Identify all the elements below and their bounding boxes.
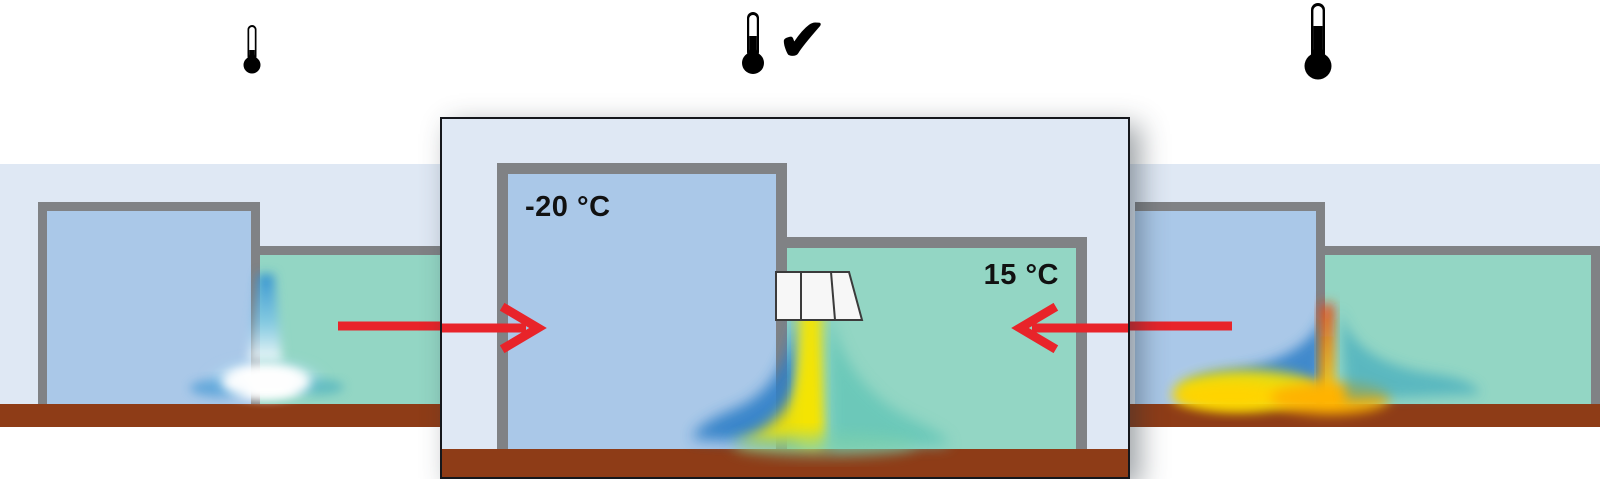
warm-room-right-wall — [1076, 237, 1087, 449]
cold-room-ceiling — [38, 202, 260, 211]
flow-arrow-right-head — [442, 302, 560, 354]
cold-room-center-panel: -20 °C — [497, 163, 787, 449]
thermometer-icon — [742, 12, 764, 74]
warm-room-ceiling — [1320, 246, 1600, 255]
cold-room-left-panel — [38, 202, 260, 404]
cold-room-left-wall — [38, 202, 47, 404]
warm-room-ceiling — [787, 237, 1087, 248]
cold-room-right-panel — [1135, 202, 1325, 404]
cold-room-ceiling — [497, 163, 787, 174]
warm-room-right-wall — [1591, 246, 1600, 404]
thermometer-mild — [736, 8, 770, 76]
warm-room-right-panel — [1320, 246, 1600, 404]
cold-room-temperature-label: -20 °C — [525, 191, 611, 223]
flow-arrow-left-head — [1008, 302, 1128, 354]
cold-room-interior — [47, 211, 251, 404]
thermometer-cold — [238, 20, 266, 75]
panel-mild-selected[interactable]: 15 °C -20 °C — [440, 117, 1130, 479]
cold-room-left-wall — [497, 163, 508, 449]
cold-room-right-wall — [1316, 202, 1325, 404]
ground-band — [442, 449, 1128, 477]
thermometer-icon — [243, 25, 261, 74]
warm-room-temperature-label: 15 °C — [983, 259, 1059, 291]
thermometer-icon — [1304, 3, 1332, 80]
checkmark-icon: ✔ — [778, 8, 827, 73]
cold-room-ceiling — [1135, 202, 1325, 211]
cold-room-right-wall — [251, 202, 260, 404]
thermometer-hot — [1298, 0, 1338, 82]
warm-room-ceiling — [255, 246, 535, 255]
warm-room-interior — [1320, 254, 1591, 404]
vent-center-panel — [775, 271, 865, 323]
